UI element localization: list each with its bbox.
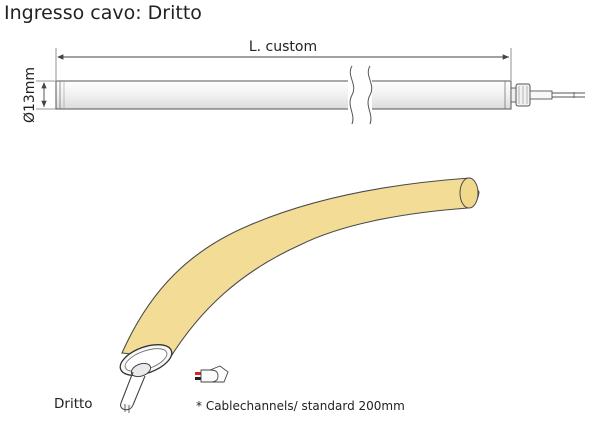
length-label: L. custom bbox=[249, 39, 317, 55]
page-title: Ingresso cavo: Dritto bbox=[4, 2, 202, 24]
diameter-label: Ø13mm bbox=[22, 67, 38, 123]
straight-tube bbox=[55, 65, 585, 125]
curved-neon-tube bbox=[119, 177, 480, 413]
caption-dritto: Dritto bbox=[54, 396, 93, 412]
length-dimension: L. custom bbox=[55, 39, 512, 80]
cable-connector-icon bbox=[195, 365, 229, 383]
caption-cablechannels: * Cablechannels/ standard 200mm bbox=[196, 399, 405, 413]
